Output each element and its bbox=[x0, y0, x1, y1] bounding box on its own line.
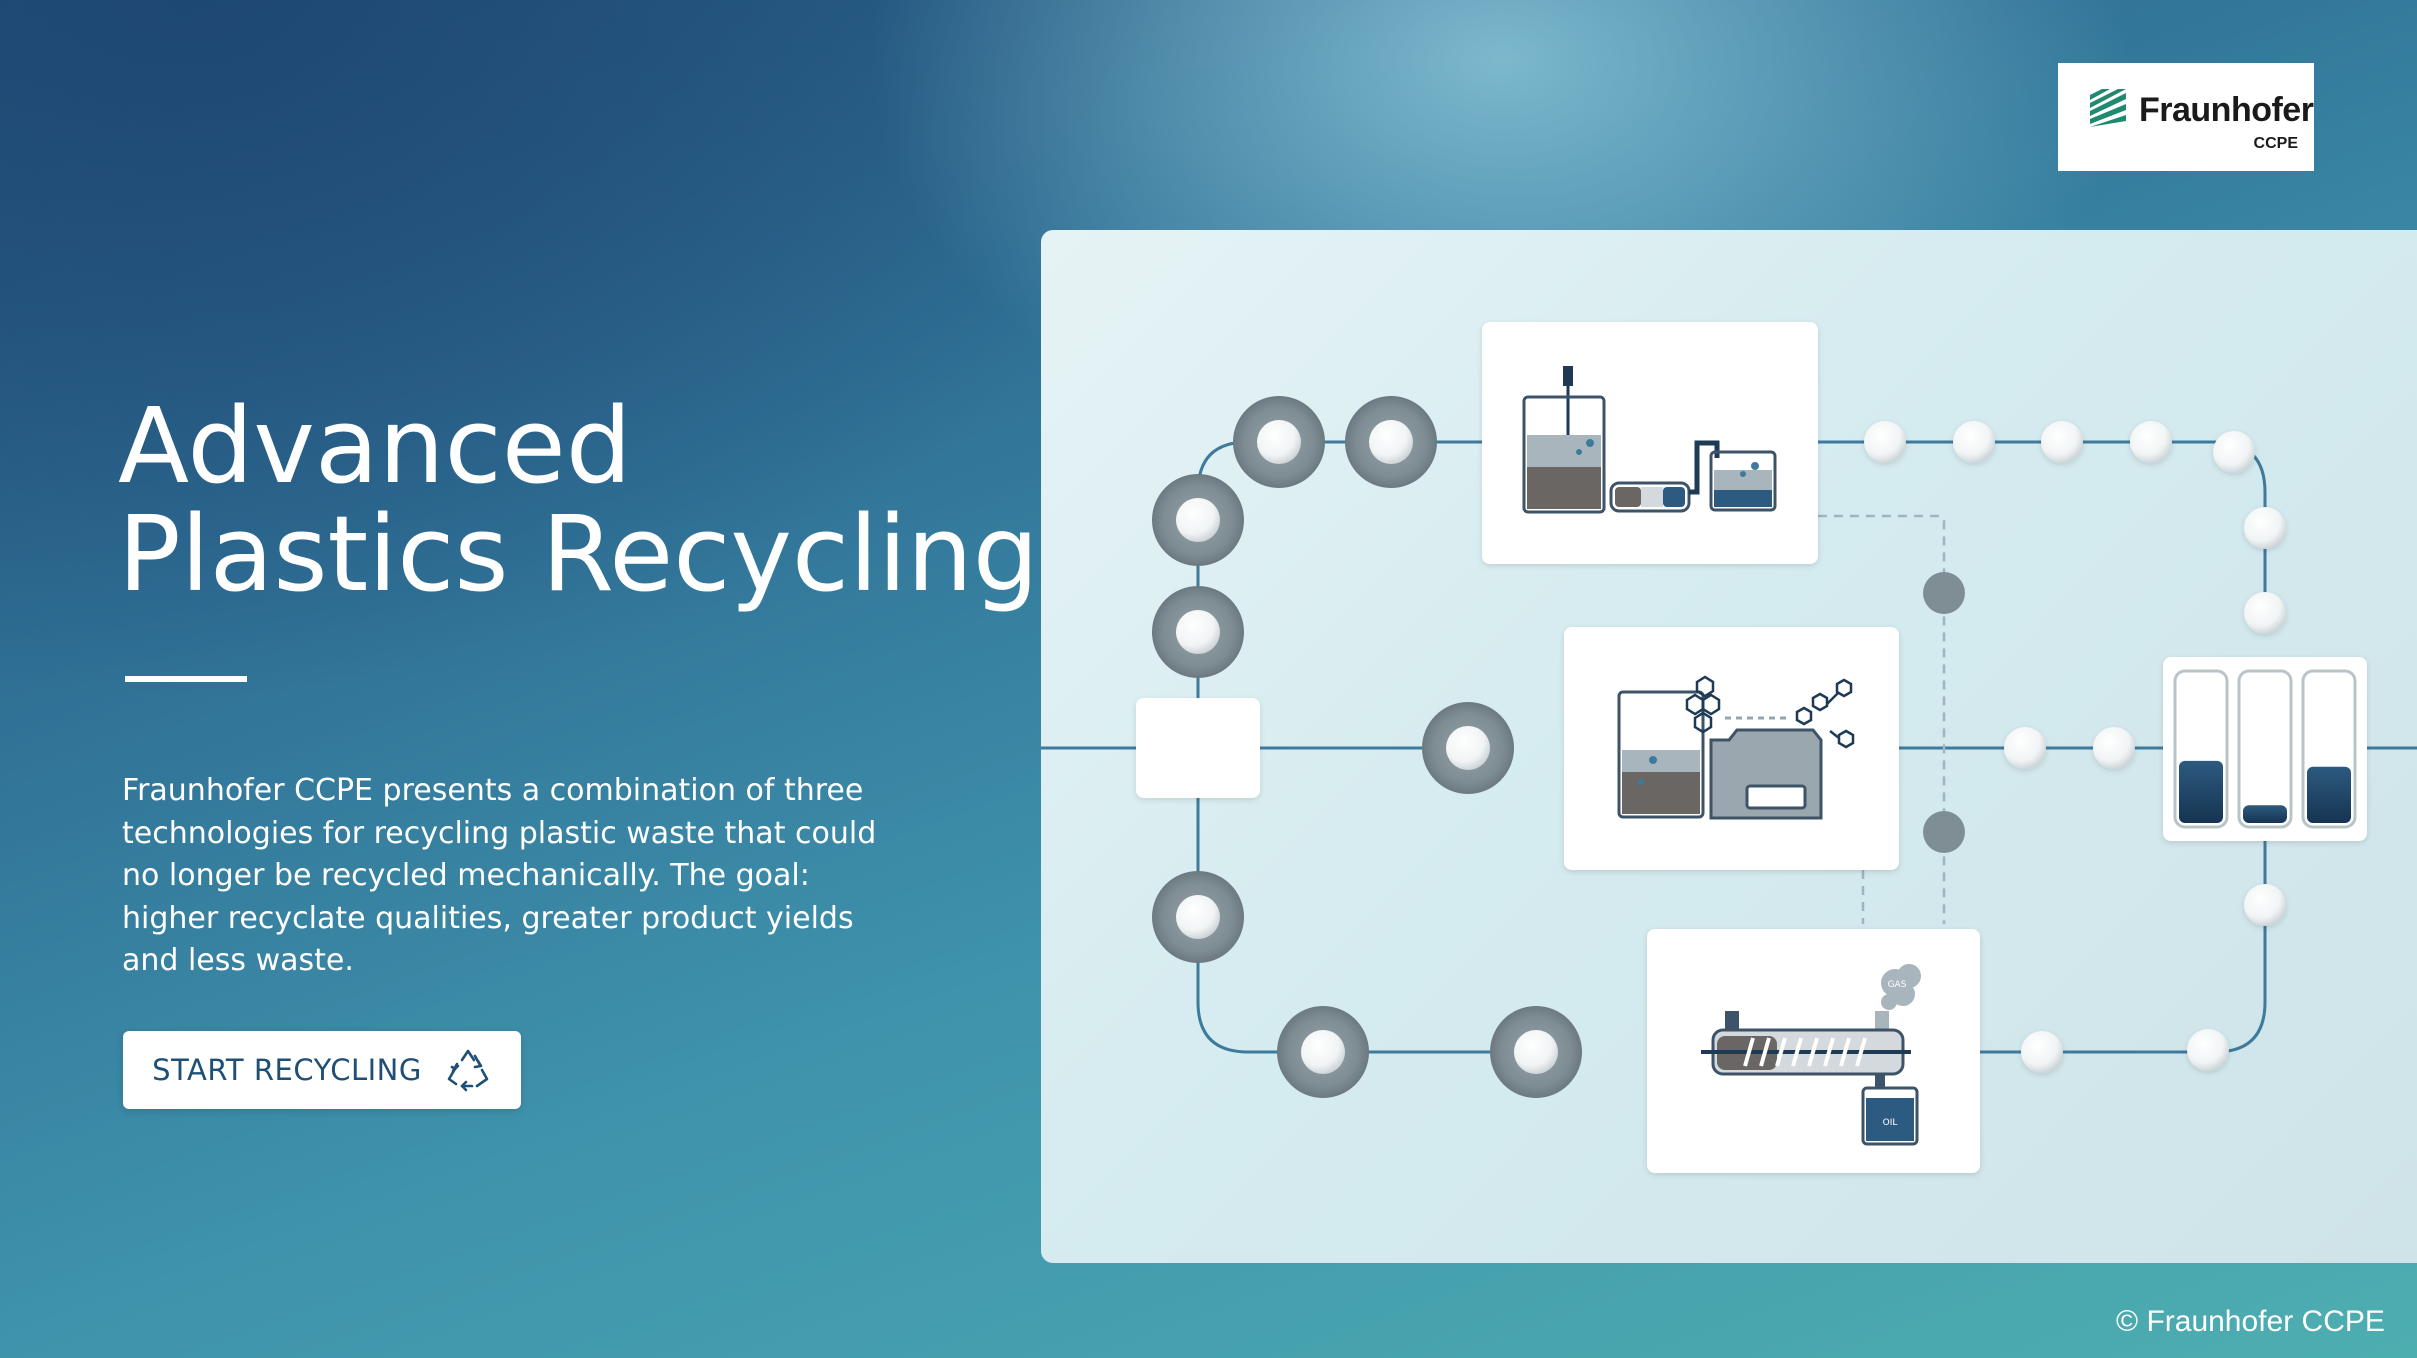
fraunhofer-mark-icon bbox=[2090, 89, 2126, 127]
logo-name: Fraunhofer bbox=[2139, 91, 2314, 129]
copyright-notice: © Fraunhofer CCPE bbox=[2116, 1305, 2385, 1338]
output-nodes bbox=[1864, 421, 2286, 1073]
product-tanks bbox=[2163, 657, 2367, 841]
title-line-1: Advanced bbox=[118, 385, 632, 507]
process-diagram: GAS OIL bbox=[1041, 322, 2417, 1173]
input-nodes bbox=[1152, 396, 1582, 1098]
junction-box bbox=[1136, 698, 1260, 798]
hero-description: Fraunhofer CCPE presents a combination o… bbox=[122, 773, 877, 978]
title-divider bbox=[125, 676, 247, 682]
gas-label: GAS bbox=[1888, 980, 1907, 990]
title-line-2: Plastics Recycling bbox=[118, 493, 1039, 615]
tank-fill-2 bbox=[2243, 805, 2287, 823]
fraunhofer-logo: Fraunhofer CCPE bbox=[2058, 63, 2314, 171]
oil-label: OIL bbox=[1883, 1118, 1898, 1128]
process-card-thermal: GAS OIL bbox=[1647, 929, 1980, 1173]
process-card-chemical bbox=[1564, 627, 1899, 870]
page-title: Advanced Plastics Recycling bbox=[118, 392, 1039, 608]
recycle-icon bbox=[447, 1049, 489, 1092]
start-recycling-label: START RECYCLING bbox=[152, 1053, 422, 1087]
logo-subtitle: CCPE bbox=[2253, 135, 2298, 152]
process-card-solvent bbox=[1482, 322, 1818, 564]
start-recycling-button[interactable]: START RECYCLING bbox=[123, 1031, 521, 1109]
tank-fill-3 bbox=[2307, 766, 2351, 823]
recycling-process-panel: GAS OIL bbox=[1041, 230, 2417, 1263]
tank-fill-1 bbox=[2179, 760, 2223, 823]
